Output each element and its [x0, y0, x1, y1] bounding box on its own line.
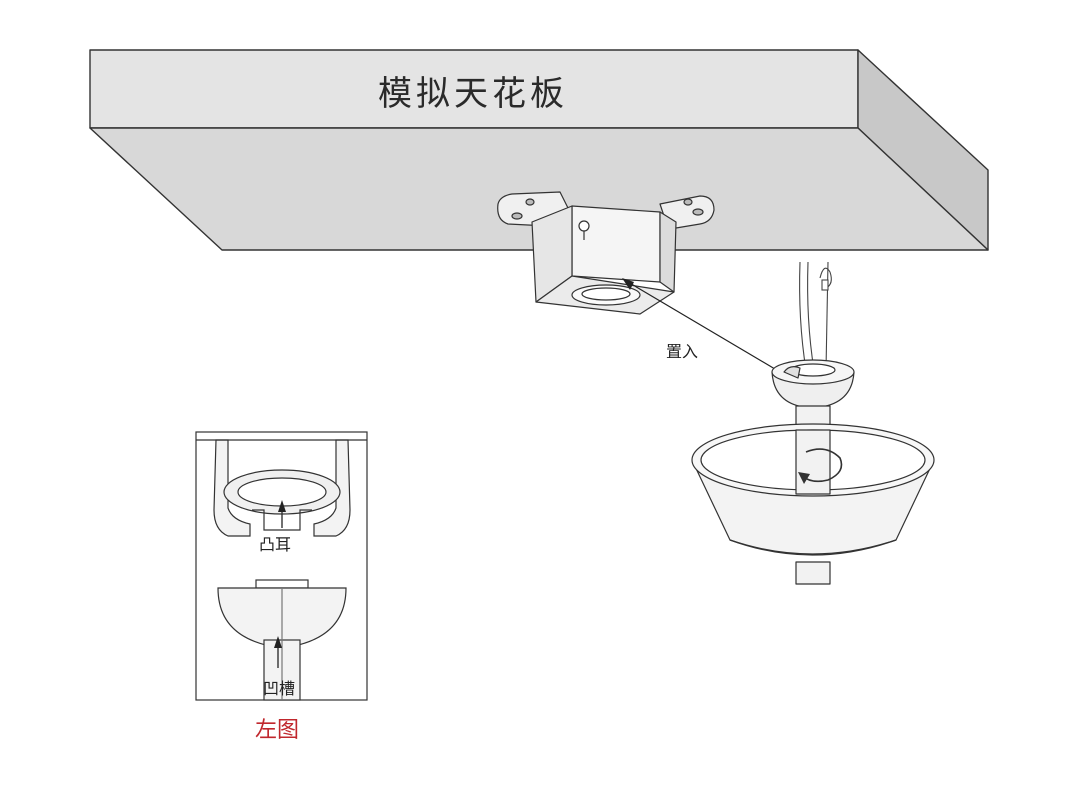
rotate-arrow-icon — [801, 448, 843, 483]
canopy-cup — [771, 359, 855, 409]
mounting-bracket — [497, 191, 715, 315]
groove-label: 凹槽 — [263, 679, 296, 698]
bracket-keyhole — [578, 220, 590, 232]
ceiling-title: 模拟天花板 — [378, 74, 568, 114]
lamp-lower-stem — [795, 561, 831, 585]
bracket-back-wall — [571, 205, 661, 283]
bracket-right-wall — [659, 211, 677, 293]
insert-arrow — [622, 278, 781, 373]
insert-label: 置入 — [666, 342, 699, 361]
lug-label: 凸耳 — [259, 535, 292, 554]
lamp-bowl — [691, 405, 935, 585]
bracket-screw-hole — [511, 212, 523, 220]
inset-caption: 左图 — [255, 718, 300, 743]
ceiling-underside — [89, 127, 989, 251]
bracket-screw-hole — [683, 198, 693, 206]
bracket-screw-hole — [525, 198, 535, 206]
inset-detail — [195, 431, 368, 701]
bracket-ring-inner — [581, 287, 631, 301]
suspension-cables — [799, 261, 832, 371]
ceiling-slab — [89, 49, 989, 251]
bracket-screw-hole — [692, 208, 704, 216]
